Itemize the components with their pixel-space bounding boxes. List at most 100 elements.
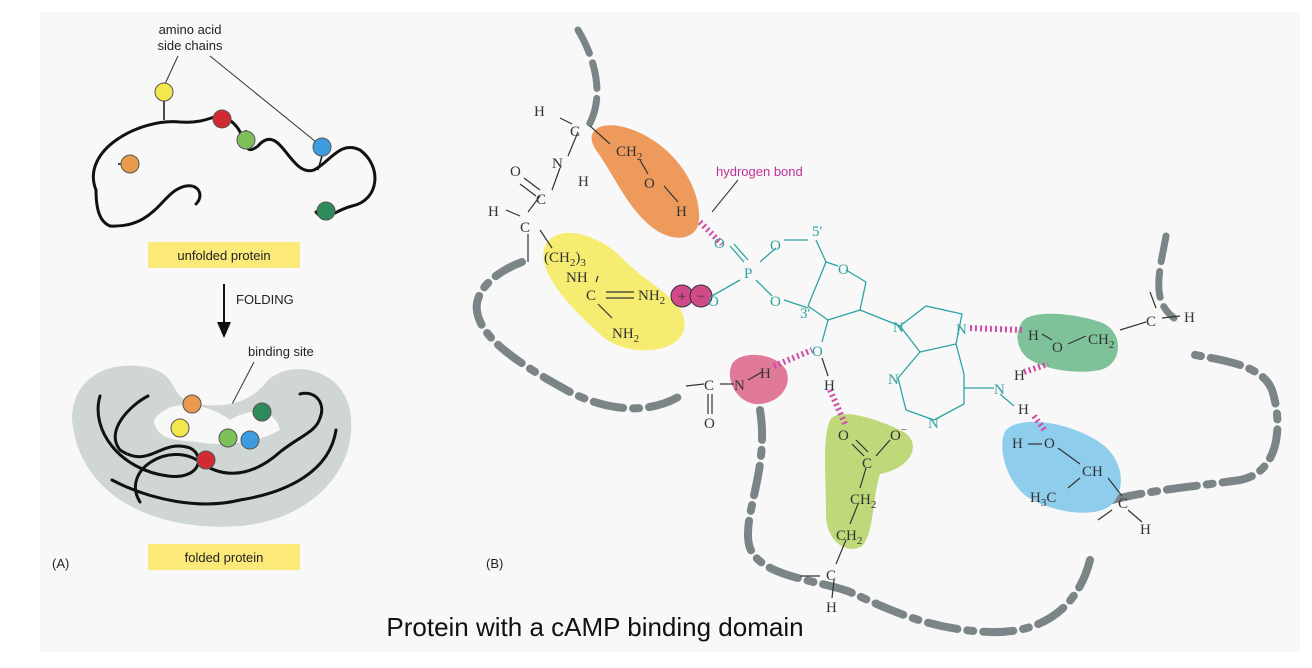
side-chain-label-line1: amino acid bbox=[159, 22, 222, 37]
hbond-backbone-ribose bbox=[772, 347, 814, 369]
adenine-h-upper: H bbox=[1014, 368, 1025, 384]
folded-side-chain-orange bbox=[182, 394, 202, 414]
unfolded-chain-end bbox=[94, 189, 111, 228]
folded-side-chain-darkgreen bbox=[252, 402, 272, 422]
hbond-adenine-threonine bbox=[1031, 414, 1049, 434]
arginine-c: C bbox=[586, 288, 596, 304]
atom-c-carbonyl: C bbox=[536, 192, 546, 208]
side-chain-red bbox=[212, 109, 232, 129]
glu-alpha-h: H bbox=[826, 600, 837, 616]
folded-side-chain-blue bbox=[240, 430, 260, 450]
folding-arrow-head bbox=[217, 322, 231, 338]
camp-p: P bbox=[744, 266, 752, 282]
thr-h: H bbox=[1012, 436, 1023, 452]
figure-caption: Protein with a cAMP binding domain bbox=[386, 612, 804, 642]
camp-n9: N bbox=[893, 320, 904, 336]
camp-o-double: O bbox=[714, 236, 725, 252]
thr-alpha-h: H bbox=[1140, 522, 1151, 538]
camp-o-ribose: O bbox=[838, 262, 849, 278]
side-chain-yellow bbox=[154, 82, 174, 102]
camp-5prime: 5' bbox=[812, 224, 823, 240]
folded-protein-shape bbox=[72, 365, 352, 527]
side-chain-pointer-2 bbox=[209, 55, 317, 143]
camp-3prime: 3' bbox=[800, 306, 811, 322]
arginine-nh2-right: NH2 bbox=[638, 288, 665, 307]
glu-ch2-b: CH2 bbox=[836, 528, 862, 547]
ribose-h: H bbox=[824, 378, 835, 394]
camp-n7: N bbox=[956, 322, 967, 338]
binding-site-label: binding site bbox=[248, 344, 314, 359]
arginine-nh: NH bbox=[566, 270, 588, 286]
panel-a: amino acid side chains unfolded protein bbox=[52, 22, 377, 571]
camp-n6: N bbox=[994, 382, 1005, 398]
ribose-o: O bbox=[812, 344, 823, 360]
folded-side-chain-red bbox=[196, 450, 216, 470]
folded-chain bbox=[96, 391, 338, 506]
glutamate-sidechain-blob bbox=[825, 414, 913, 549]
atom-n-backbone: N bbox=[552, 156, 563, 172]
glu-c: C bbox=[862, 456, 872, 472]
plus-sign: + bbox=[678, 289, 686, 305]
atom-h-backbone-nh: H bbox=[578, 174, 589, 190]
atom-h-serine-top: H bbox=[534, 104, 545, 120]
folding-label: FOLDING bbox=[236, 292, 294, 307]
unfolded-protein-label: unfolded protein bbox=[177, 248, 270, 263]
minus-sign: − bbox=[697, 289, 705, 305]
atom-h-alpha-arg: H bbox=[488, 204, 499, 220]
ser2-alpha-h: H bbox=[1184, 310, 1195, 326]
atom-o-serine: O bbox=[644, 176, 655, 192]
protein-backbone-outline bbox=[472, 26, 1282, 637]
glu-ch2-a: CH2 bbox=[850, 492, 876, 511]
unfolded-label-box bbox=[148, 242, 300, 268]
atom-c-arg-alpha: C bbox=[520, 220, 530, 236]
camp-o-ring1: O bbox=[770, 238, 781, 254]
folded-side-chain-green bbox=[218, 428, 238, 448]
side-chain-darkgreen bbox=[316, 201, 336, 221]
camp-n3: N bbox=[888, 372, 899, 388]
atom-c-serine-alpha: C bbox=[570, 124, 580, 140]
serine2-sidechain-blob bbox=[1017, 313, 1118, 372]
ser2-ch2: CH2 bbox=[1088, 332, 1114, 351]
hbond-serine-phosphate bbox=[697, 219, 725, 247]
folded-label-box bbox=[148, 544, 300, 570]
hydrogen-bond-pointer bbox=[711, 179, 739, 213]
camp-n1: N bbox=[928, 416, 939, 432]
folded-side-chain-yellow bbox=[170, 418, 190, 438]
hydrogen-bond-label: hydrogen bond bbox=[716, 164, 803, 179]
camp-o-minus: O bbox=[708, 294, 719, 310]
camp-bonds bbox=[711, 239, 1015, 421]
thr-h3c: H3C bbox=[1030, 490, 1056, 509]
thr-ch: CH bbox=[1082, 464, 1103, 480]
atom-o-carbonyl: O bbox=[510, 164, 521, 180]
panel-b-label: (B) bbox=[486, 556, 503, 571]
thr-o: O bbox=[1044, 436, 1055, 452]
serine-sidechain-blob bbox=[591, 125, 700, 238]
camp-o-ring2: O bbox=[770, 294, 781, 310]
atom-h-serine-oh: H bbox=[676, 204, 687, 220]
arginine-ch2-n: (CH2)3 bbox=[544, 250, 586, 269]
glu-o-double: O bbox=[838, 428, 849, 444]
ser2-h: H bbox=[1028, 328, 1039, 344]
hbond-adenine-serine2 bbox=[1023, 361, 1049, 375]
side-chain-orange bbox=[120, 154, 140, 174]
serine-ch2: CH2 bbox=[616, 144, 642, 163]
backbone-h: H bbox=[760, 366, 771, 382]
side-chain-blue bbox=[312, 137, 332, 157]
hbond-ribose-glutamate bbox=[827, 388, 849, 428]
unfolded-chain bbox=[92, 114, 377, 228]
glu-alpha-c: C bbox=[826, 568, 836, 584]
arginine-nh2-bottom: NH2 bbox=[612, 326, 639, 345]
adenine-h-lower: H bbox=[1018, 402, 1029, 418]
side-chain-label-line2: side chains bbox=[157, 38, 223, 53]
backbone-n: N bbox=[734, 378, 745, 394]
hydrogen-bonds bbox=[697, 219, 1049, 434]
ser2-alpha-c: C bbox=[1146, 314, 1156, 330]
backbone-c: C bbox=[704, 378, 714, 394]
side-chain-green bbox=[236, 130, 256, 150]
backbone-o: O bbox=[704, 416, 715, 432]
backbone-nh-blob bbox=[729, 354, 788, 405]
hbond-adenine-serine bbox=[969, 325, 1023, 333]
panel-b: (B) + − bbox=[472, 26, 1282, 637]
